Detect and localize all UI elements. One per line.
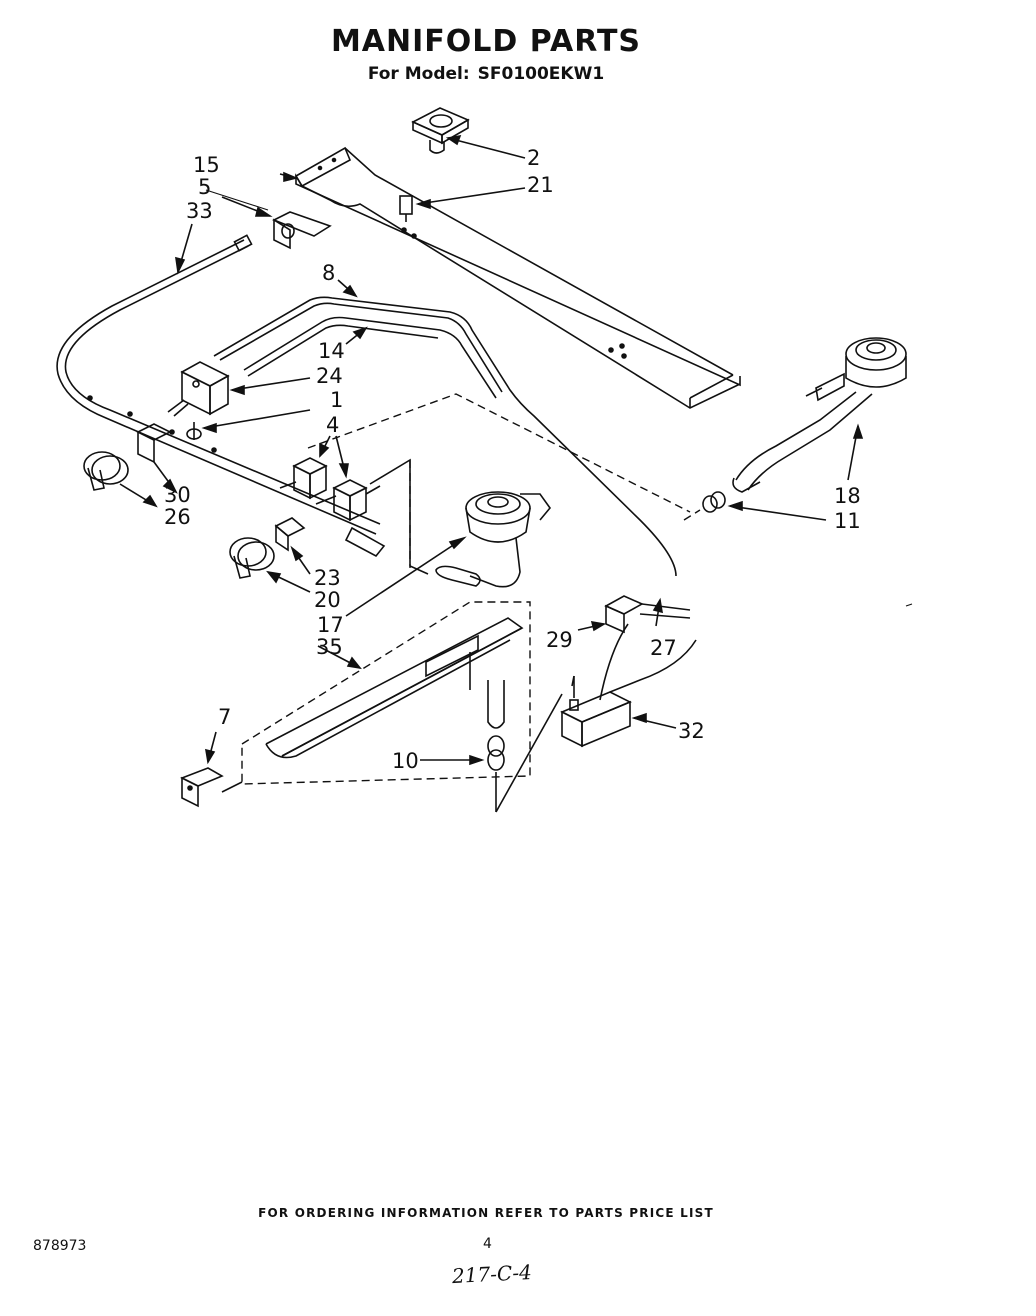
part-23-bezel [274, 517, 311, 575]
callout-15: 15 [193, 153, 220, 177]
part-27-wire [599, 597, 663, 701]
callout-20: 20 [314, 588, 341, 612]
part-8-tube [213, 279, 677, 577]
callout-23: 23 [314, 566, 341, 590]
part-29-switch [577, 595, 691, 634]
callout-14: 14 [318, 339, 345, 363]
callout-21: 21 [527, 173, 554, 197]
part-1-orifice [186, 409, 311, 440]
handwritten-note: 217-C-4 [451, 1259, 533, 1289]
document-number: 878973 [33, 1238, 87, 1254]
callout-17: 17 [317, 613, 344, 637]
callout-18: 18 [834, 484, 861, 508]
model-label: For Model: [367, 64, 470, 84]
callout-7: 7 [218, 705, 232, 729]
part-26-knob [83, 451, 158, 508]
callout-35: 35 [316, 635, 343, 659]
callout-32: 32 [678, 719, 705, 743]
model-line: For Model: SF0100EKW1 [0, 64, 972, 84]
callout-24: 24 [316, 364, 343, 388]
part-10-orifice [420, 680, 563, 813]
callout-5: 5 [198, 175, 212, 199]
callout-1: 1 [330, 388, 344, 412]
part-18-burner [732, 337, 907, 493]
callout-27: 27 [650, 636, 677, 660]
callout-26: 26 [164, 505, 191, 529]
page-title: MANIFOLD PARTS [330, 24, 642, 59]
part-17-burner [345, 491, 552, 617]
part-11-orifice [683, 491, 827, 521]
part-33-manifold-pipe [56, 223, 381, 535]
callout-30: 30 [164, 483, 191, 507]
part-20-knob [229, 537, 311, 593]
callout-8: 8 [322, 261, 336, 285]
part-7-bracket [180, 731, 243, 808]
part-21-clip [399, 187, 526, 222]
part-32-spark-module [560, 639, 697, 748]
part-5-bracket [221, 196, 332, 250]
part-30-bezel [136, 423, 178, 494]
part-2-regulator [411, 107, 526, 159]
part-14-tube [243, 316, 497, 399]
callout-2: 2 [527, 146, 541, 170]
model-number: SF0100EKW1 [477, 64, 605, 84]
callout-11: 11 [834, 509, 861, 533]
part-24-valve [167, 361, 311, 417]
part-15-manifold-bracket [279, 146, 741, 409]
ordering-info-note: FOR ORDERING INFORMATION REFER TO PARTS … [258, 1206, 714, 1220]
part-4-valves [279, 435, 429, 575]
callout-33: 33 [186, 199, 213, 223]
assembly-leader-line [307, 393, 691, 513]
callout-10: 10 [392, 749, 419, 773]
callout-4: 4 [326, 413, 340, 437]
callout-29: 29 [546, 628, 573, 652]
page-number: 4 [483, 1236, 492, 1252]
part-35-oven-burner-assembly [241, 601, 531, 785]
